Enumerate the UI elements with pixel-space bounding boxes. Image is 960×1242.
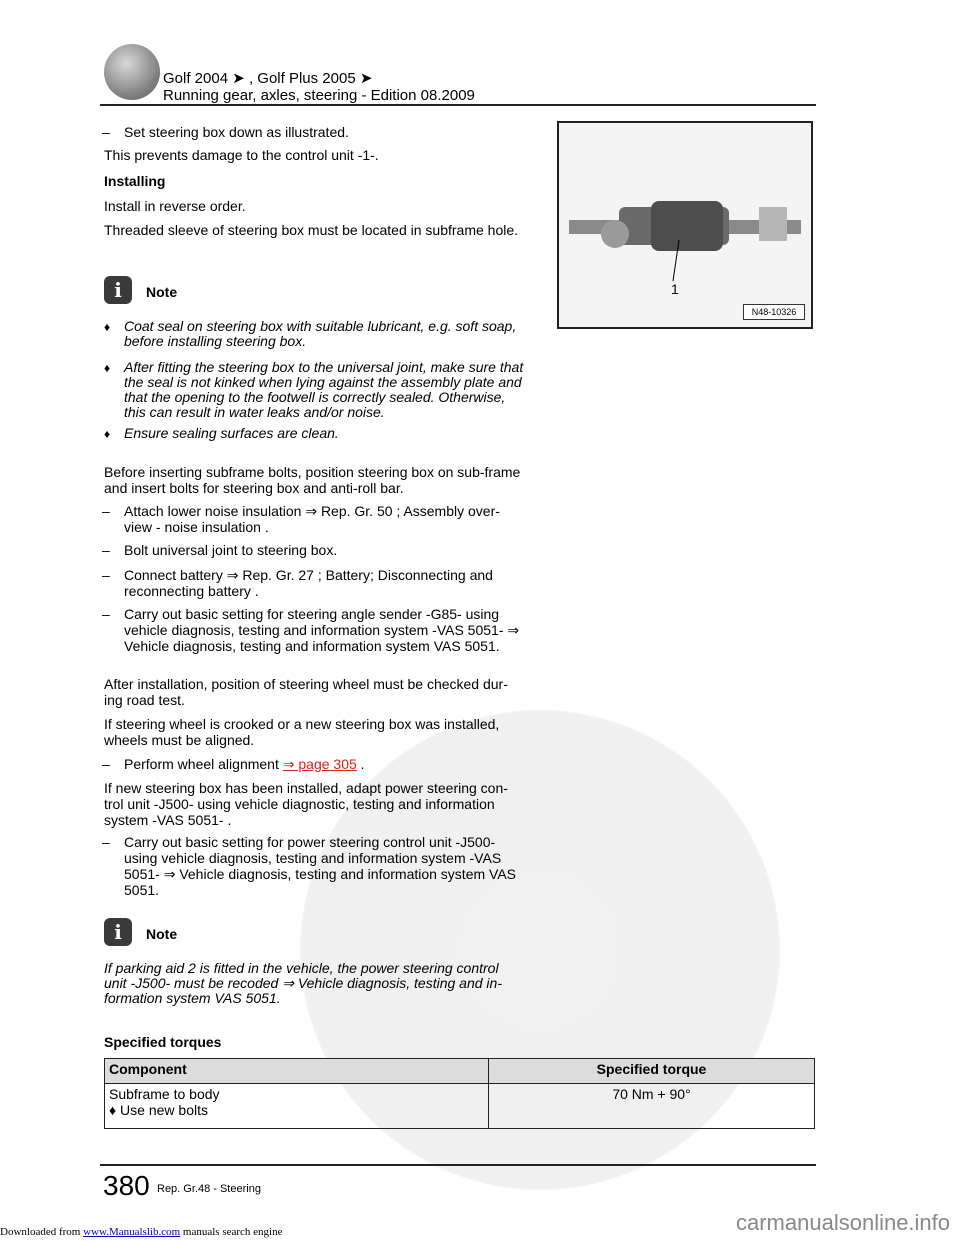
footer-rule — [100, 1164, 816, 1166]
callout-line — [672, 239, 680, 282]
page-link[interactable]: ⇒ page 305 — [282, 756, 357, 772]
if-crooked-text: If steering wheel is crooked or a new st… — [104, 716, 500, 748]
table-cell: Subframe to body ♦ Use new bolts — [104, 1083, 489, 1129]
step-align-suffix: . — [360, 756, 365, 772]
callout-label: 1 — [671, 281, 679, 297]
vw-logo — [104, 44, 160, 100]
if-new-box-text: If new steering box has been installed, … — [104, 780, 508, 828]
bracket — [759, 207, 787, 241]
torques-heading: Specified torques — [104, 1034, 222, 1050]
download-prefix: Downloaded from — [0, 1226, 81, 1238]
table-header-row: Component Specified torque — [104, 1058, 815, 1084]
note-item: Coat seal on steering box with suitable … — [124, 318, 517, 349]
steering-box-figure: 1 — [557, 121, 813, 329]
component-sub: ♦ Use new bolts — [109, 1102, 484, 1118]
step-align: Perform wheel alignment ⇒ page 305 . — [102, 756, 524, 772]
download-note: Downloaded from www.Manualslib.com manua… — [0, 1226, 282, 1238]
steering-box-illustration: 1 — [569, 201, 801, 297]
install-reverse-text: Install in reverse order. — [104, 198, 246, 214]
before-inserting-text: Before inserting subframe bolts, positio… — [104, 464, 521, 496]
step-bolt: Bolt universal joint to steering box. — [102, 542, 524, 558]
table-row: Subframe to body ♦ Use new bolts 70 Nm +… — [104, 1083, 815, 1129]
watermark-url: carmanualsonline.info — [736, 1210, 951, 1235]
threaded-sleeve-text: Threaded sleeve of steering box must be … — [104, 222, 519, 238]
step-align-text: Perform wheel alignment — [124, 756, 279, 772]
note-item: Ensure sealing surfaces are clean. — [124, 425, 339, 441]
header-subtitle: Running gear, axles, steering - Edition … — [163, 87, 475, 104]
prevents-text: This prevents damage to the control unit… — [104, 147, 379, 163]
bullet-diamond: ♦ — [104, 320, 111, 334]
bullet-diamond: ♦ — [104, 427, 111, 441]
step-attach: Attach lower noise insulation ⇒ Rep. Gr.… — [102, 503, 524, 535]
note-item: After fitting the steering box to the un… — [124, 359, 524, 420]
step-basic-setting: Carry out basic setting for steering ang… — [102, 606, 524, 654]
note-label: Note — [146, 926, 178, 942]
motor — [651, 201, 723, 251]
bullet-diamond: ♦ — [104, 361, 111, 375]
torque-value: 70 Nm + 90° — [488, 1083, 815, 1129]
manualslib-link[interactable]: www.Manualslib.com — [83, 1226, 181, 1238]
column-header: Component — [104, 1058, 489, 1084]
bullet-diamond: ♦ — [109, 1102, 121, 1118]
after-installation-text: After installation, position of steering… — [104, 676, 508, 708]
note-text: If parking aid 2 is fitted in the vehicl… — [104, 960, 502, 1006]
control-unit — [601, 220, 629, 248]
note-label: Note — [146, 284, 178, 300]
info-icon: i — [104, 918, 132, 946]
header-rule — [100, 104, 816, 106]
step-connect: Connect battery ⇒ Rep. Gr. 27 ; Battery;… — [102, 567, 524, 599]
installing-heading: Installing — [104, 173, 166, 189]
torque-table: Component Specified torque Subframe to b… — [104, 1058, 815, 1129]
footer-chapter: Rep. Gr.48 - Steering — [157, 1183, 261, 1195]
figure-code: N48-10326 — [743, 304, 805, 320]
step-set-down: Set steering box down as illustrated. — [102, 124, 544, 140]
info-icon: i — [104, 276, 132, 304]
page-number: 380 — [103, 1170, 150, 1201]
step-basic-setting-j500: Carry out basic setting for power steeri… — [102, 834, 524, 898]
download-suffix: manuals search engine — [180, 1226, 283, 1238]
component-name: Subframe to body — [109, 1086, 220, 1102]
header-title: Golf 2004 ➤ , Golf Plus 2005 ➤ — [163, 70, 373, 87]
column-header: Specified torque — [488, 1058, 815, 1084]
component-sub-text: Use new bolts — [120, 1102, 208, 1118]
